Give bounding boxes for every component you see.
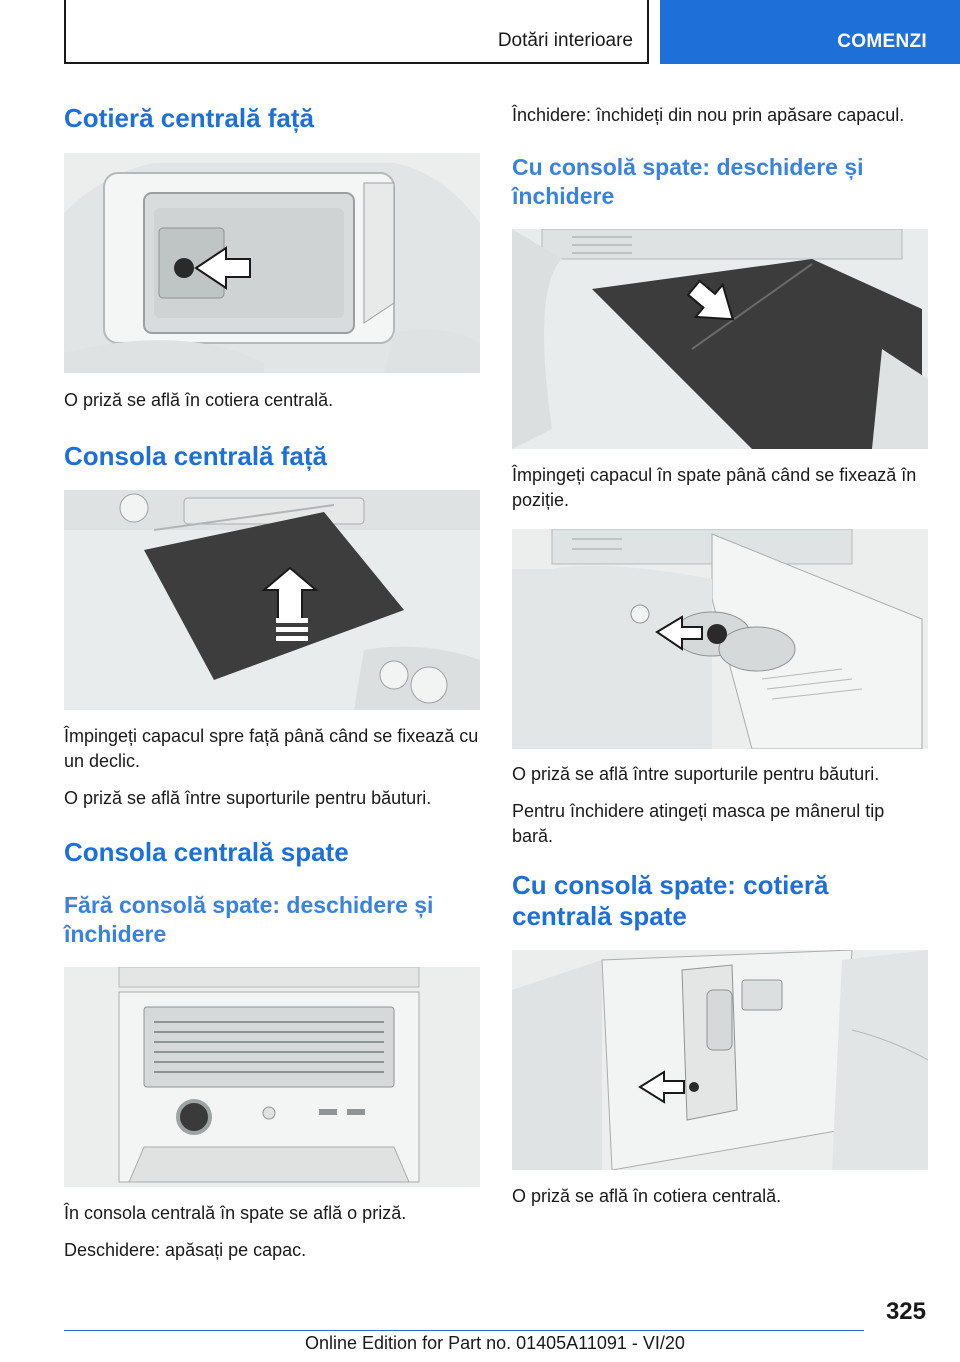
figure-cupholders: [512, 529, 928, 749]
figure-armrest-front: [64, 153, 480, 373]
heading-console-front: Consola centrală față: [64, 441, 327, 471]
figure-console-front: [64, 490, 480, 710]
figure-rear-open: [64, 967, 480, 1187]
figure-rear-cover: [512, 229, 928, 449]
caption-armrest-rear: O priză se află în cotiera centrală.: [512, 1186, 782, 1206]
section-title: Dotări interioare: [497, 30, 633, 51]
chapter-tab-label: COMENZI: [837, 31, 927, 52]
page-number: 325: [885, 1298, 926, 1325]
para-closing: Închidere: închideți din nou prin apăsar…: [512, 105, 905, 125]
para-with-console-1: Împingeți capacul în spate până când se …: [512, 465, 917, 510]
right-column: Închidere: închideți din nou prin apăsar…: [512, 100, 930, 1209]
para-no-console-1: În consola centrală în spate se află o p…: [64, 1203, 407, 1223]
heading-console-rear: Consola centrală spate: [64, 837, 349, 867]
heading-armrest-front: Cotieră centrală față: [64, 103, 314, 133]
subheading-with-console: Cu consolă spate: deschidere și închider…: [512, 154, 864, 209]
subheading-no-console: Fără consolă spate: deschidere și închid…: [64, 892, 434, 947]
para-with-console-2: O priză se află între suporturile pentru…: [512, 764, 880, 784]
chapter-tab[interactable]: COMENZI: [660, 0, 960, 64]
edition-note: Online Edition for Part no. 01405A11091 …: [305, 1333, 685, 1353]
para-with-console-3: Pentru închidere atingeți masca pe mâner…: [512, 801, 885, 846]
figure-armrest-rear: [512, 950, 928, 1170]
para-console-front-2: O priză se află între suporturile pentru…: [64, 788, 432, 808]
heading-armrest-rear: Cu consolă spate: cotieră centrală spate: [512, 870, 829, 931]
caption-armrest-front: O priză se află în cotiera centrală.: [64, 390, 334, 410]
para-no-console-2: Deschidere: apăsați pe capac.: [64, 1240, 307, 1260]
left-column: Cotieră centrală față O priză se află în…: [64, 100, 482, 1263]
header-box: Dotări interioare: [64, 0, 649, 64]
footer-rule: [64, 1330, 864, 1331]
para-console-front-1: Împingeți capacul spre față până când se…: [64, 726, 479, 771]
